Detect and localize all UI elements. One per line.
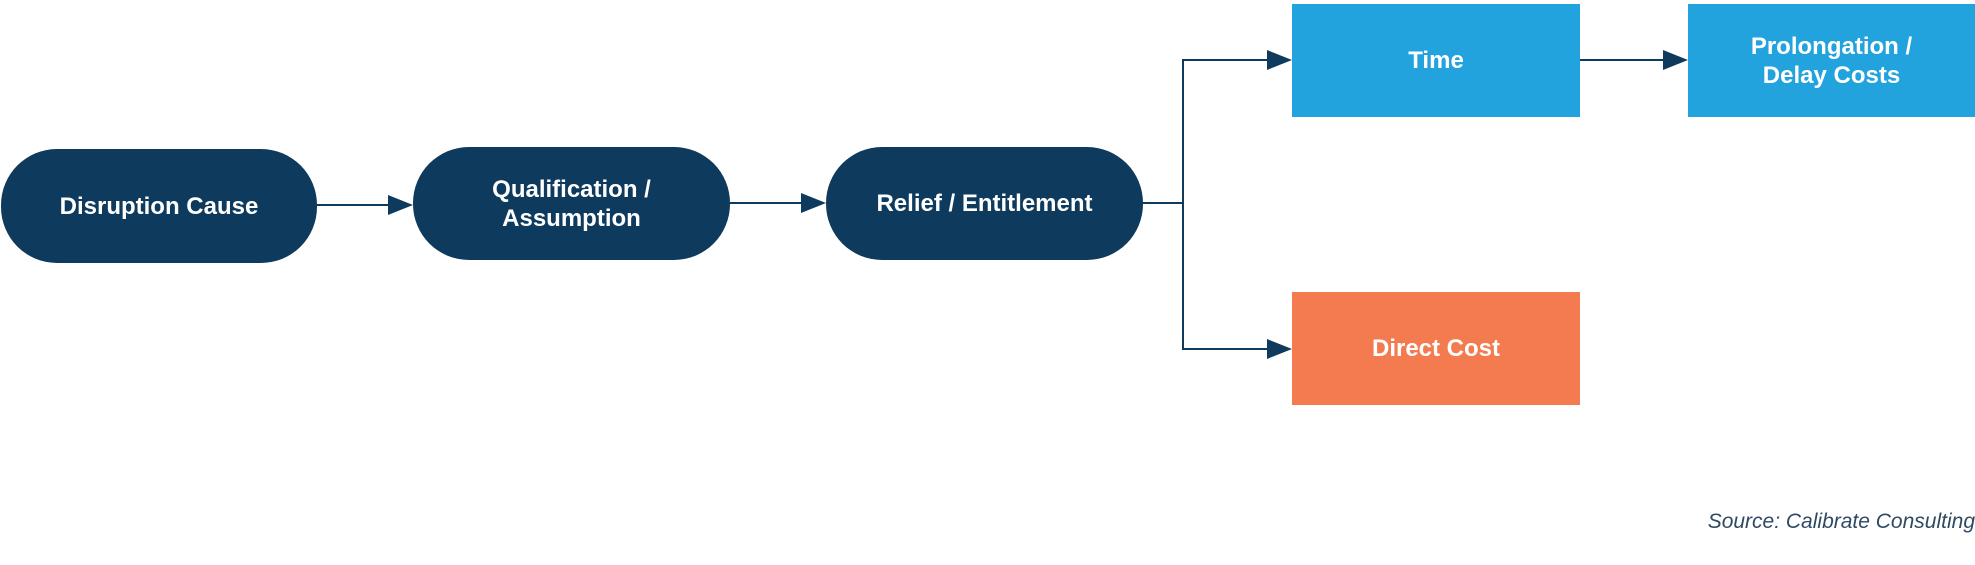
arrow-relief-branch [1143, 50, 1292, 359]
node-qualification-assumption: Qualification / Assumption [413, 147, 730, 260]
source-caption: Source: Calibrate Consulting [1707, 510, 1975, 533]
node-prolongation-delay-costs: Prolongation / Delay Costs [1688, 4, 1975, 117]
node-disruption-cause-label: Disruption Cause [59, 192, 259, 220]
arrow-time-to-prolongation [1580, 50, 1688, 70]
node-time-label: Time [1408, 47, 1464, 74]
arrow-disruption-to-qualification [317, 195, 413, 215]
node-prolongation-delay-costs-label: Prolongation / Delay Costs [1750, 32, 1913, 89]
arrow-qualification-to-relief [730, 193, 826, 213]
node-direct-cost: Direct Cost [1292, 292, 1580, 405]
node-disruption-cause: Disruption Cause [1, 149, 317, 263]
node-relief-entitlement-label: Relief / Entitlement [876, 190, 1093, 217]
node-qualification-assumption-label: Qualification / Assumption [492, 175, 651, 232]
node-time: Time [1292, 4, 1580, 117]
node-direct-cost-label: Direct Cost [1371, 335, 1501, 362]
node-relief-entitlement: Relief / Entitlement [826, 147, 1143, 260]
